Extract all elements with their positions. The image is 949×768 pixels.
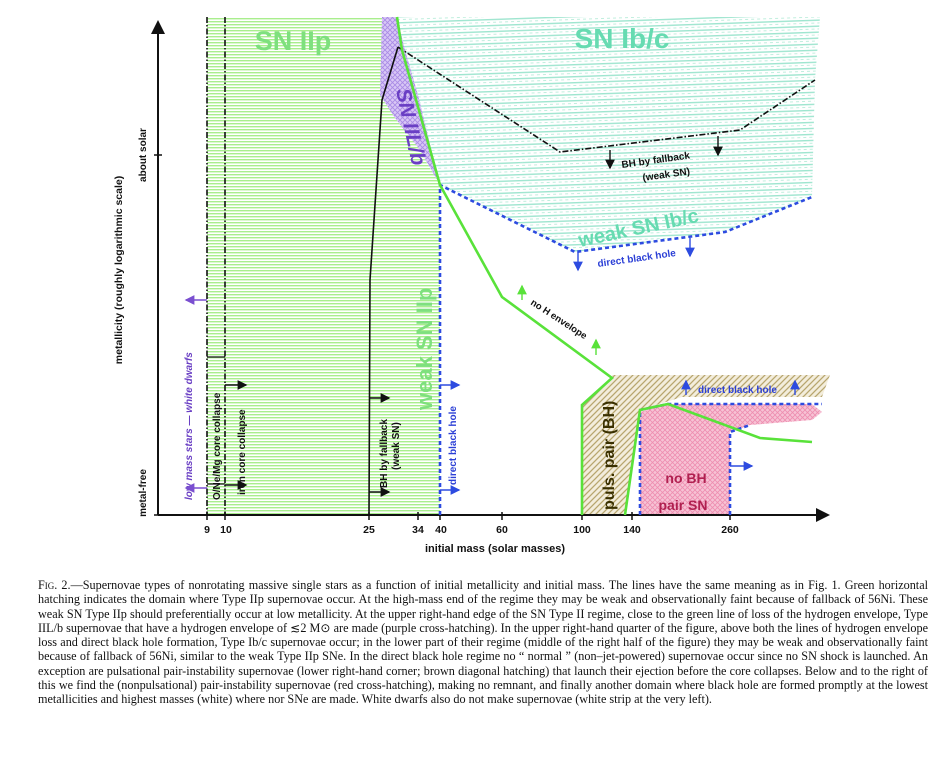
label-sn-iip: SN IIp: [255, 26, 332, 56]
label-direct-bh-upper: direct black hole: [597, 248, 677, 270]
x-tick-label: 100: [573, 524, 591, 536]
region-puls-pair: [582, 375, 830, 515]
label-bh-fallback-low-2: (weak SN): [391, 422, 402, 470]
label-direct-bh-lower: direct black hole: [698, 385, 777, 396]
label-weak-sn-iip: weak SN IIp: [412, 288, 437, 411]
label-no-bh: no BH: [665, 470, 706, 486]
figure-caption: Fig. 2.—Supernovae types of nonrotating …: [38, 578, 928, 707]
caption-fig-label: Fig. 2.: [38, 578, 71, 592]
label-onemg: O/Ne/Mg core collapse: [212, 392, 223, 500]
no-h-envelope-line-lower: [623, 402, 813, 516]
x-tick-label: 25: [363, 524, 375, 536]
bh-fallback-dashdot: [397, 46, 816, 153]
label-no-h-envelope: no H envelope: [528, 297, 588, 342]
region-sn-ibc: [390, 17, 820, 185]
region-pair-sn: [640, 404, 822, 515]
caption-text: —Supernovae types of nonrotating massive…: [38, 578, 928, 707]
label-low-mass: low mass stars — white dwarfs: [184, 352, 195, 500]
label-bh-fallback-low: BH by fallback: [379, 419, 390, 488]
direct-bh-line: [438, 182, 813, 515]
x-axis-title: initial mass (solar masses): [425, 543, 565, 555]
y-tick-label-top: about solar: [138, 128, 149, 182]
y-tick-label-bottom: metal-free: [138, 469, 149, 517]
x-tick-label: 40: [435, 524, 447, 536]
supernova-type-diagram: 9 10 25 34 40 60 100 140 260 initial mas…: [113, 16, 830, 555]
label-direct-bh-vertical: direct black hole: [448, 406, 459, 485]
region-weak-sn-ibc: [440, 80, 815, 252]
y-axis-title: metallicity (roughly logarithmic scale): [113, 176, 125, 364]
label-pair-sn: pair SN: [658, 497, 707, 513]
label-sn-ibc: SN Ib/c: [575, 23, 670, 54]
label-iron: iron core collapse: [237, 409, 248, 495]
x-tick-label: 260: [721, 524, 739, 536]
x-tick-label: 34: [412, 524, 424, 536]
label-puls-pair: puls. pair (BH): [601, 401, 618, 510]
x-tick-label: 60: [496, 524, 508, 536]
x-tick-label: 140: [623, 524, 641, 536]
x-tick-label: 10: [220, 524, 232, 536]
x-tick-label: 9: [204, 524, 210, 536]
no-h-envelope-line: [395, 16, 615, 515]
